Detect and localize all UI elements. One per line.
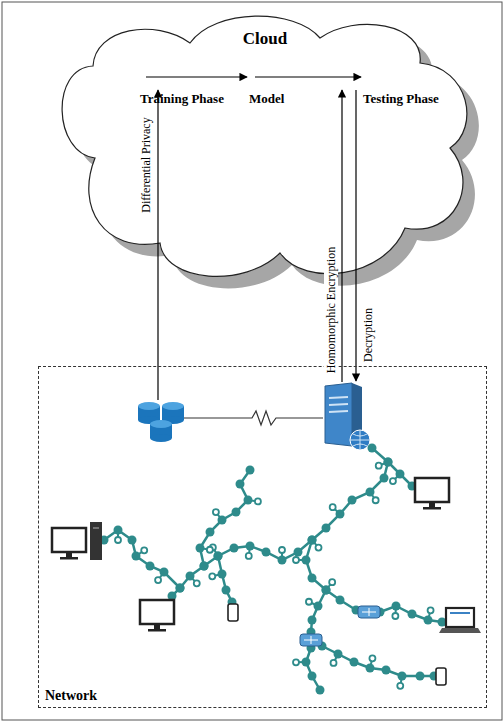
database-icon — [138, 402, 184, 442]
model-label: Model — [249, 68, 253, 86]
region-title: Cloud — [55, 31, 475, 47]
flow-arrow — [255, 76, 361, 77]
arrow-label: Decryption — [361, 306, 375, 364]
network-region: Network — [38, 366, 487, 708]
network-graph — [100, 444, 447, 695]
region-title: Network — [45, 688, 97, 704]
phone-icon — [228, 604, 238, 621]
router-icon — [300, 634, 322, 646]
router-icon — [358, 606, 380, 618]
desktop-computer — [52, 522, 102, 560]
phone-icon — [436, 668, 446, 685]
flow-arrow — [146, 76, 247, 77]
link-wire — [180, 411, 323, 425]
arrow-label: Homomorphic Encryption — [324, 245, 338, 375]
phase-label: Testing Phase — [363, 68, 367, 86]
phase-text: Testing Phase — [363, 91, 367, 107]
cloud-shape — [55, 8, 475, 293]
monitor-icon — [415, 478, 449, 510]
server-icon — [325, 383, 370, 450]
monitor-icon — [140, 600, 174, 632]
phase-label: Training Phase — [140, 68, 144, 86]
arrow-label: Differential Privacy — [139, 115, 153, 214]
decryption-arrow — [355, 90, 356, 381]
phase-text: Training Phase — [140, 91, 144, 107]
encryption-arrow — [341, 90, 342, 382]
phase-text: Model — [249, 91, 253, 107]
cloud-region: Training PhaseModelTesting PhaseCloud — [55, 8, 475, 293]
laptop-icon — [439, 608, 481, 633]
privacy-arrow — [157, 90, 158, 400]
